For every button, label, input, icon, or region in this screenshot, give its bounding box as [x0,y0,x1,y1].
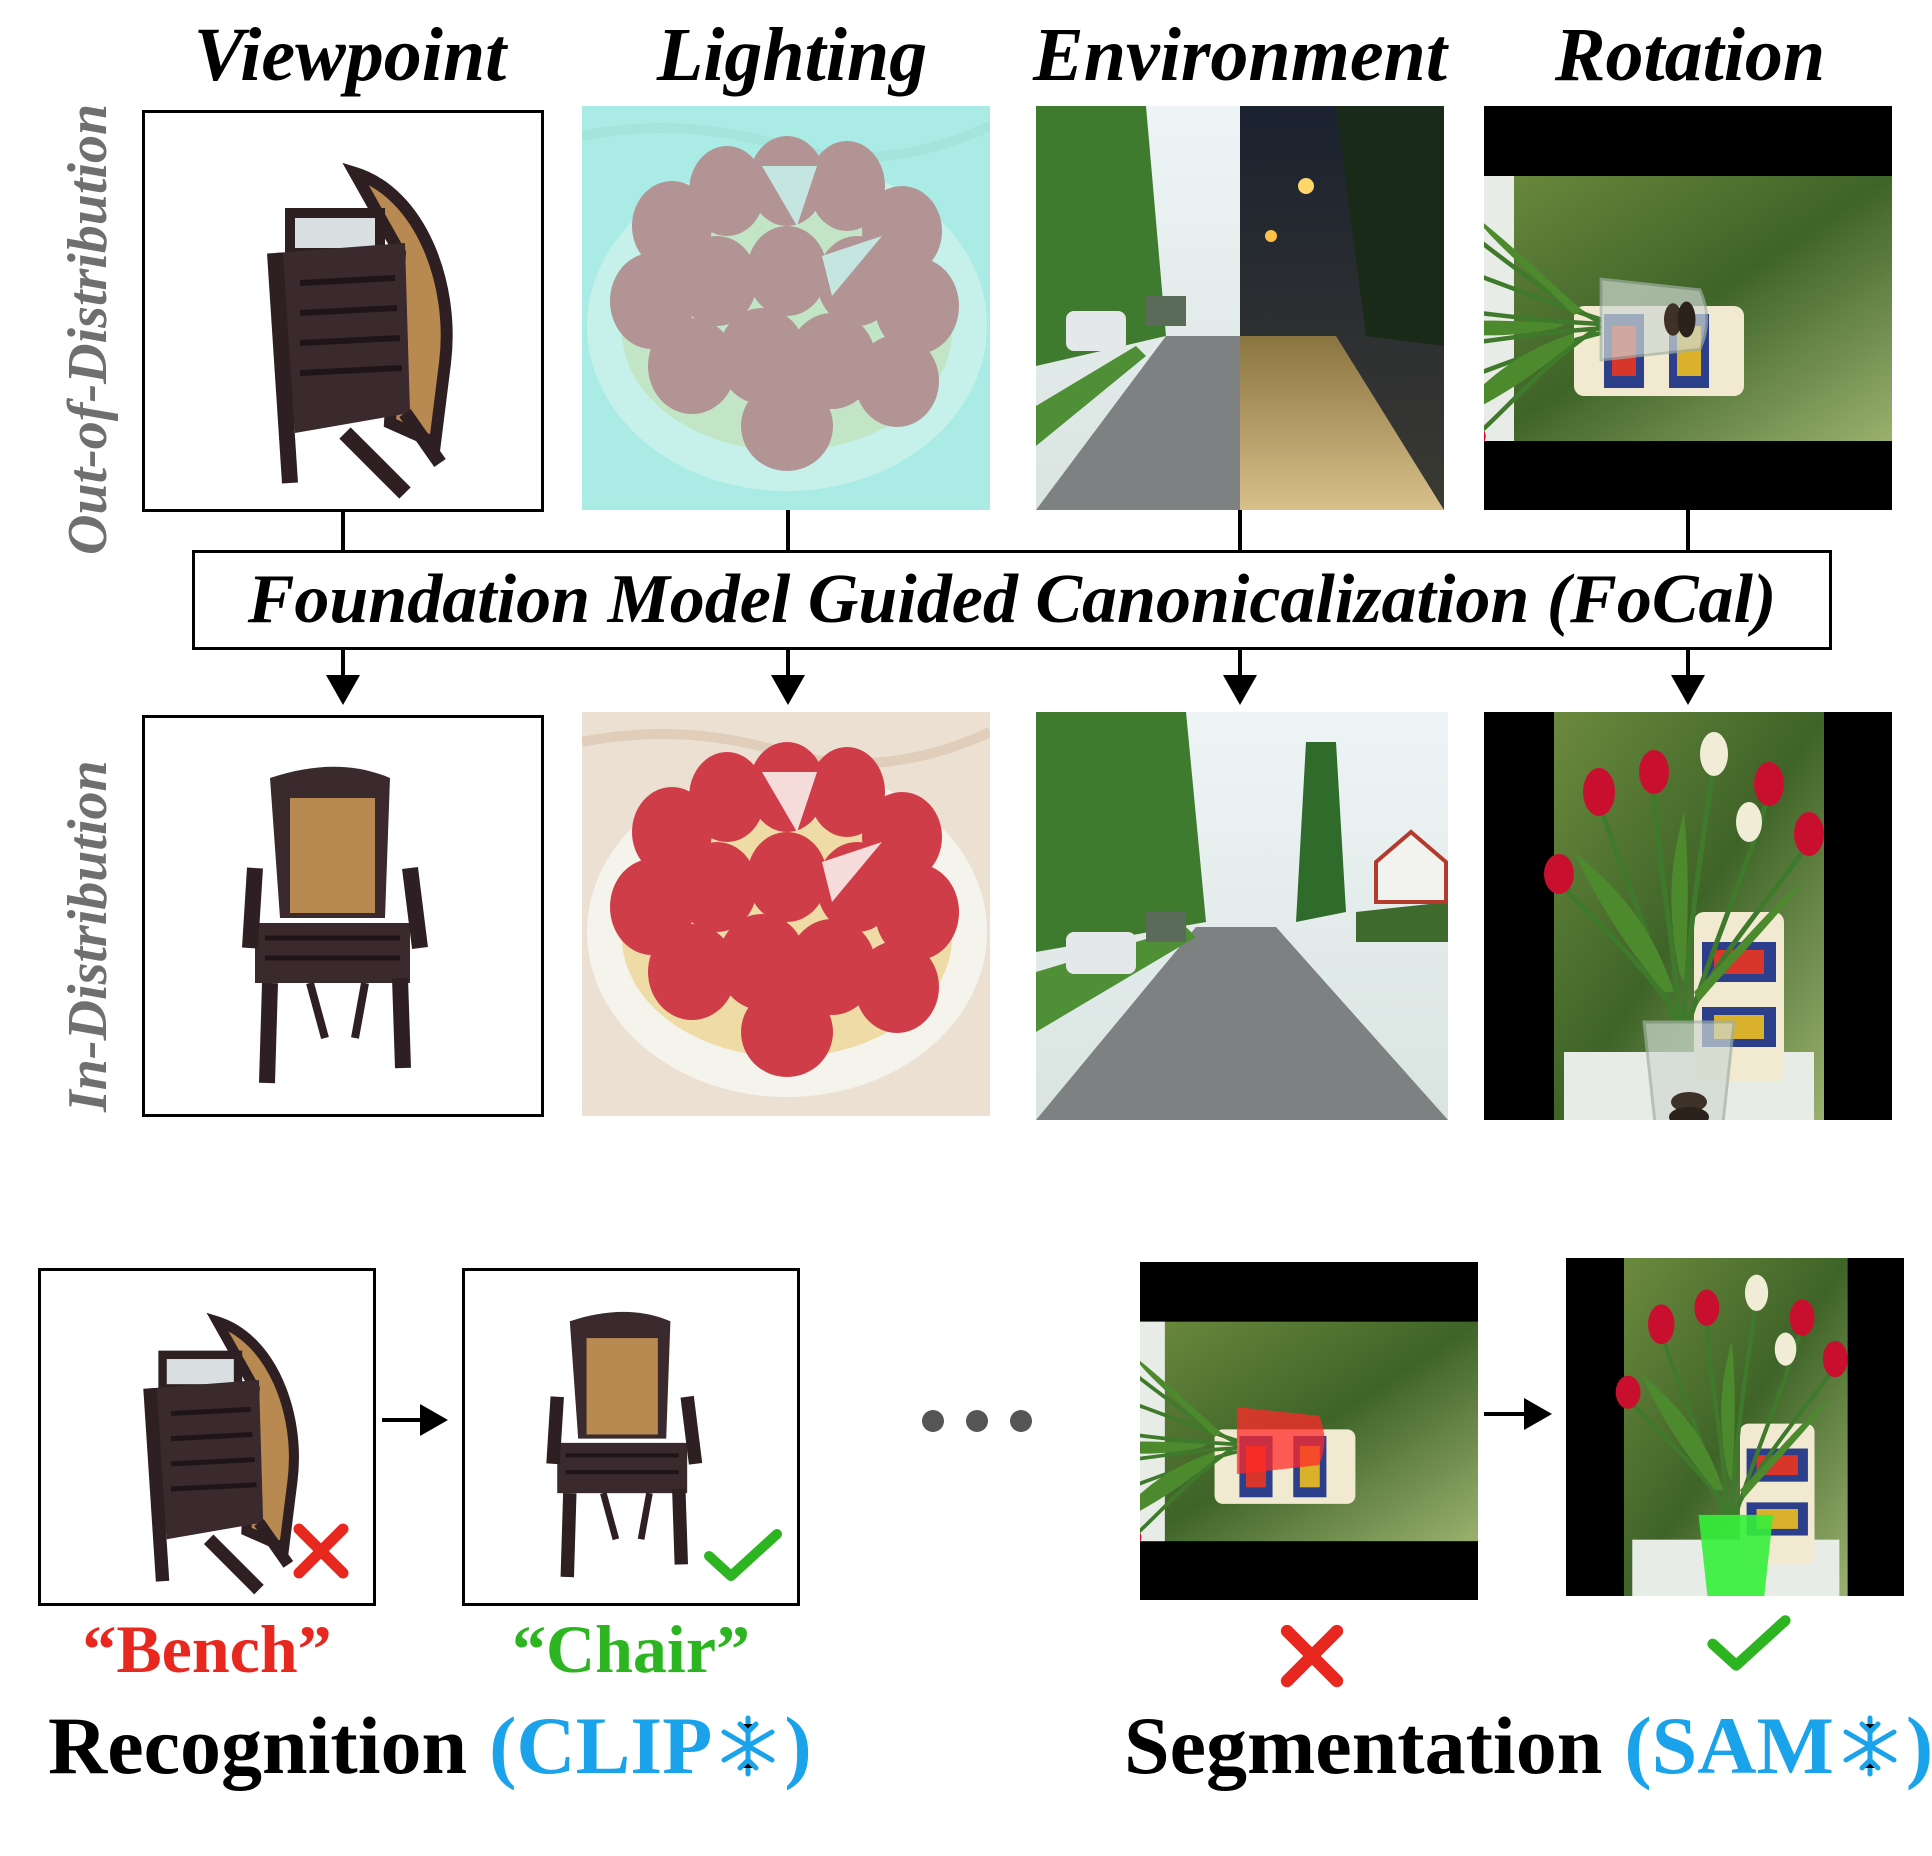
id-lighting-image [582,712,990,1116]
recognition-wrong-label: “Bench” [82,1611,332,1687]
cross-icon [293,1523,349,1579]
column-title-rotation: Rotation [1554,13,1826,97]
chair-side-view-illustration [145,113,541,509]
column-title-environment: Environment [1033,13,1447,97]
row-label-in-distribution: In-Distribution [57,760,119,1112]
row-label-out-of-distribution: Out-of-Distribution [57,103,119,555]
dot [966,1410,988,1432]
id-viewpoint-image [142,715,544,1117]
arrow-right-recognition [420,1404,448,1436]
segmentation-input-image [1140,1262,1478,1600]
chair-front-view-illustration [145,718,541,1114]
ellipsis-separator [922,1410,1032,1432]
ood-rotation-image [1484,106,1892,510]
recognition-canonical-image [462,1268,800,1606]
ood-lighting-image [582,106,990,510]
arrow-right-segmentation [1524,1398,1552,1430]
recognition-model-close: ) [784,1700,812,1791]
focal-method-box: Foundation Model Guided Canonicalization… [192,550,1832,650]
connector-lighting-bottom [786,650,790,676]
street-day-night-split [1036,106,1444,510]
tulips-upright-illustration [1484,712,1892,1120]
tulips-rotated-illustration [1484,106,1892,510]
segmentation-canonical-image [1566,1258,1904,1596]
tulips-upright-segmentation [1566,1258,1904,1596]
segmentation-task-label: Segmentation (SAM ) [1124,1696,1932,1796]
connector-rotation-bottom [1686,650,1690,676]
recognition-task-label: Recognition (CLIP ) [48,1696,812,1796]
recognition-task-name: Recognition [48,1700,468,1791]
snowflake-icon [1843,1715,1897,1777]
connector-viewpoint-bottom [341,650,345,676]
column-title-viewpoint: Viewpoint [193,13,507,97]
connector-viewpoint-top [341,512,345,550]
id-environment-image [1036,712,1448,1120]
connector-environment-bottom [1238,650,1242,676]
dot [922,1410,944,1432]
recognition-input-image [38,1268,376,1606]
arrow-down-environment [1223,675,1257,705]
ood-environment-image [1036,106,1444,510]
arrow-down-lighting [771,675,805,705]
segmentation-model-close: ) [1905,1700,1932,1791]
ood-viewpoint-image [142,110,544,512]
arrow-shaft-segmentation [1484,1412,1526,1416]
arrow-down-rotation [1671,675,1705,705]
tulips-rotated-segmentation [1140,1263,1478,1599]
id-rotation-image [1484,712,1892,1120]
dot [1010,1410,1032,1432]
segmentation-model-open: (SAM [1624,1700,1834,1791]
check-icon [704,1529,782,1581]
recognition-model-open: (CLIP [489,1700,713,1791]
connector-rotation-top [1686,510,1690,550]
segmentation-task-name: Segmentation [1124,1700,1603,1791]
strawberry-tart-cyan-tint [582,106,990,510]
arrow-down-viewpoint [326,675,360,705]
connector-lighting-top [786,510,790,550]
check-icon [1707,1615,1791,1671]
column-title-lighting: Lighting [656,13,928,97]
cross-icon [1280,1624,1344,1688]
strawberry-tart-normal [582,712,990,1116]
arrow-shaft-recognition [382,1418,422,1422]
connector-environment-top [1238,510,1242,550]
snowflake-icon [721,1715,775,1777]
recognition-right-label: “Chair” [512,1611,750,1687]
street-daytime [1036,712,1448,1120]
